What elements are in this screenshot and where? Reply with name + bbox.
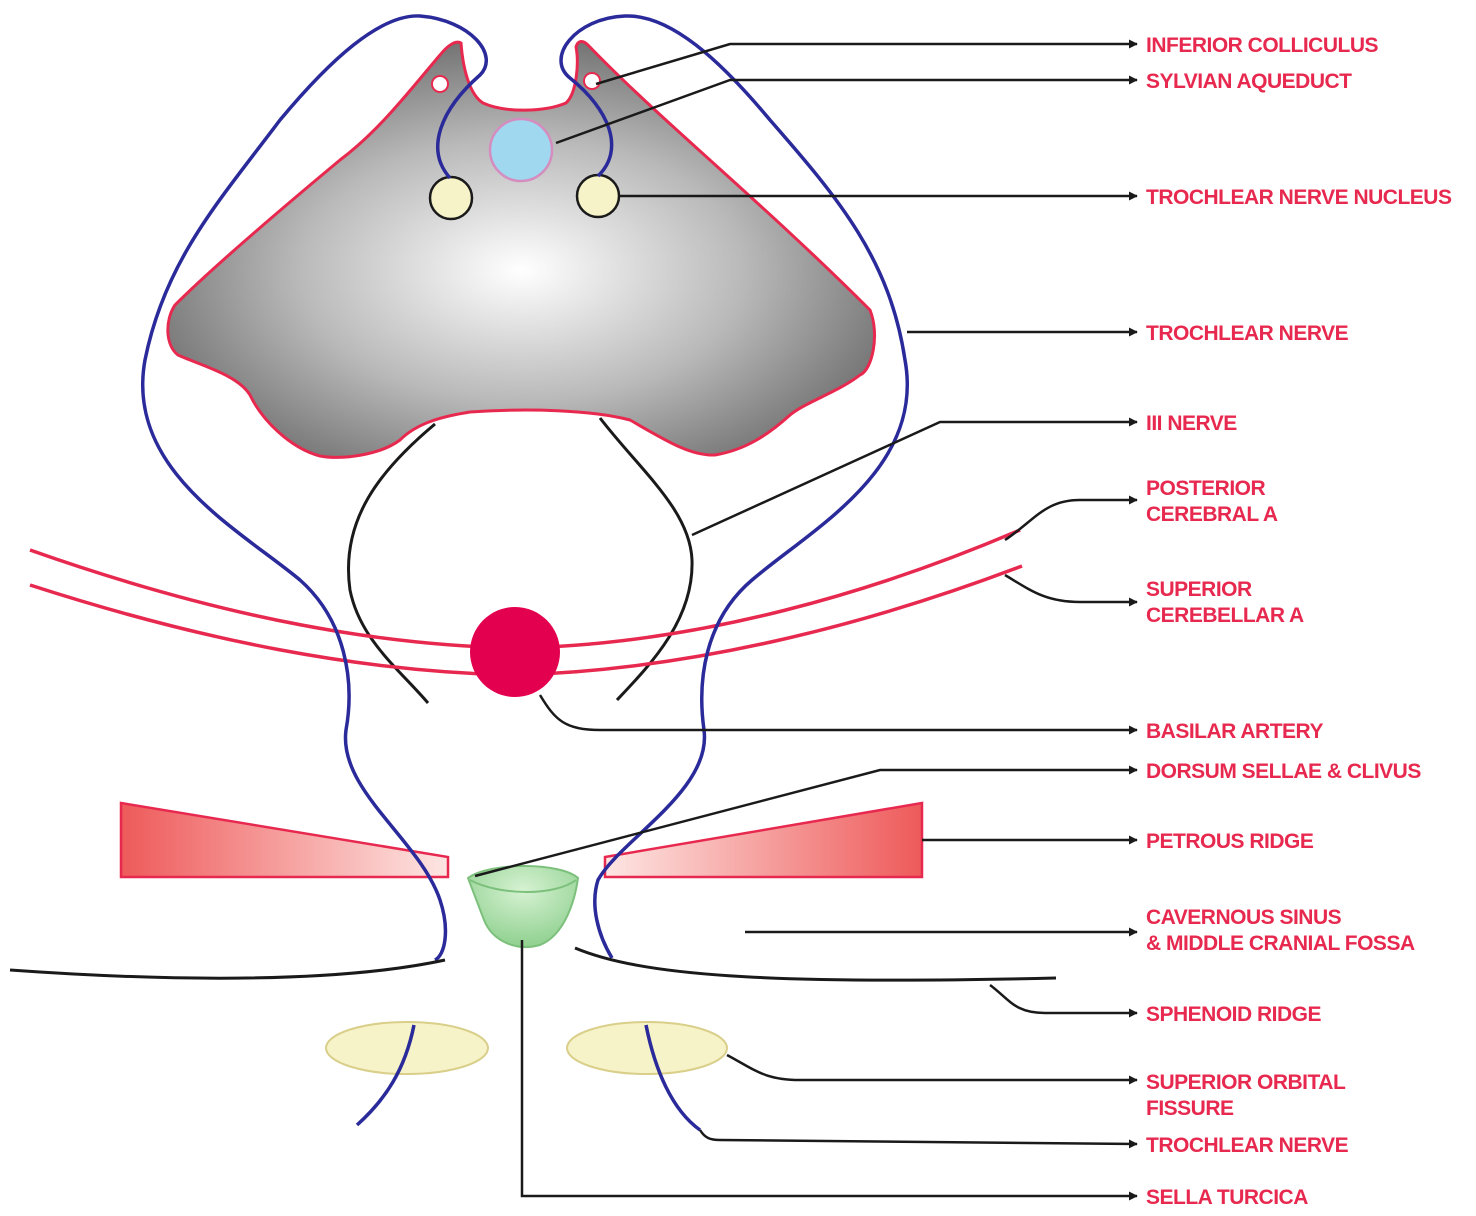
label-line: SUPERIOR <box>1146 578 1252 601</box>
label-trochlear-nerve-nucleus: TROCHLEAR NERVE NUCLEUS <box>1146 186 1452 209</box>
label-line: CEREBRAL A <box>1146 503 1278 526</box>
leader-inferior-colliculus <box>596 44 1137 84</box>
label-line: SUPERIOR ORBITAL <box>1146 1071 1346 1094</box>
label-line: CAVERNOUS SINUS <box>1146 906 1342 929</box>
label-line: CEREBELLAR A <box>1146 604 1304 627</box>
label-petrous-ridge: PETROUS RIDGE <box>1146 830 1314 853</box>
label-trochlear-nerve-upper: TROCHLEAR NERVE <box>1146 322 1349 345</box>
inferior-colliculus-left-dot <box>432 76 448 92</box>
leader-trochlear-nerve-lower <box>700 1130 1137 1144</box>
label-sylvian-aqueduct: SYLVIAN AQUEDUCT <box>1146 70 1352 93</box>
trochlear-nucleus-right <box>577 175 619 217</box>
leader-basilar-artery <box>540 695 1137 730</box>
label-superior-orbital-fissure: SUPERIOR ORBITAL FISSURE <box>1146 1071 1346 1120</box>
label-cavernous-sinus: CAVERNOUS SINUS & MIDDLE CRANIAL FOSSA <box>1146 906 1415 955</box>
label-basilar-artery: BASILAR ARTERY <box>1146 720 1323 743</box>
petrous-ridge-right <box>605 803 922 877</box>
label-line: III NERVE <box>1146 412 1237 435</box>
basilar-artery <box>470 607 560 697</box>
midbrain-section <box>168 41 875 457</box>
sphenoid-ridge-left <box>10 960 445 978</box>
petrous-ridge-left <box>121 803 448 877</box>
label-sella-turcica: SELLA TURCICA <box>1146 1186 1308 1209</box>
inferior-colliculus-right-dot <box>584 73 600 89</box>
label-line: DORSUM SELLAE & CLIVUS <box>1146 760 1421 783</box>
sphenoid-ridge-right <box>575 948 1056 980</box>
label-line: POSTERIOR <box>1146 477 1266 500</box>
label-posterior-cerebral-a: POSTERIOR CEREBRAL A <box>1146 477 1278 526</box>
label-line: TROCHLEAR NERVE <box>1146 1134 1349 1157</box>
leader-superior-cerebellar <box>1005 575 1137 602</box>
sylvian-aqueduct <box>490 119 552 181</box>
label-dorsum-sellae-clivus: DORSUM SELLAE & CLIVUS <box>1146 760 1421 783</box>
label-iii-nerve: III NERVE <box>1146 412 1237 435</box>
label-superior-cerebellar-a: SUPERIOR CEREBELLAR A <box>1146 578 1304 627</box>
label-sphenoid-ridge: SPHENOID RIDGE <box>1146 1003 1322 1026</box>
label-inferior-colliculus: INFERIOR COLLICULUS <box>1146 34 1378 57</box>
label-line: SELLA TURCICA <box>1146 1186 1308 1209</box>
label-line: SYLVIAN AQUEDUCT <box>1146 70 1352 93</box>
trochlear-nucleus-left <box>430 177 472 219</box>
label-line: TROCHLEAR NERVE NUCLEUS <box>1146 186 1452 209</box>
label-line: & MIDDLE CRANIAL FOSSA <box>1146 932 1415 955</box>
label-line: FISSURE <box>1146 1097 1234 1120</box>
label-line: SPHENOID RIDGE <box>1146 1003 1322 1026</box>
iii-nerve-right <box>600 418 692 700</box>
sella-turcica <box>468 866 578 947</box>
label-line: PETROUS RIDGE <box>1146 830 1314 853</box>
label-trochlear-nerve-lower: TROCHLEAR NERVE <box>1146 1134 1349 1157</box>
label-line: INFERIOR COLLICULUS <box>1146 34 1378 57</box>
leader-posterior-cerebral <box>1005 500 1137 540</box>
label-line: BASILAR ARTERY <box>1146 720 1323 743</box>
leader-superior-orbital-fissure <box>727 1055 1137 1080</box>
leader-sphenoid-ridge <box>990 985 1137 1013</box>
label-line: TROCHLEAR NERVE <box>1146 322 1349 345</box>
